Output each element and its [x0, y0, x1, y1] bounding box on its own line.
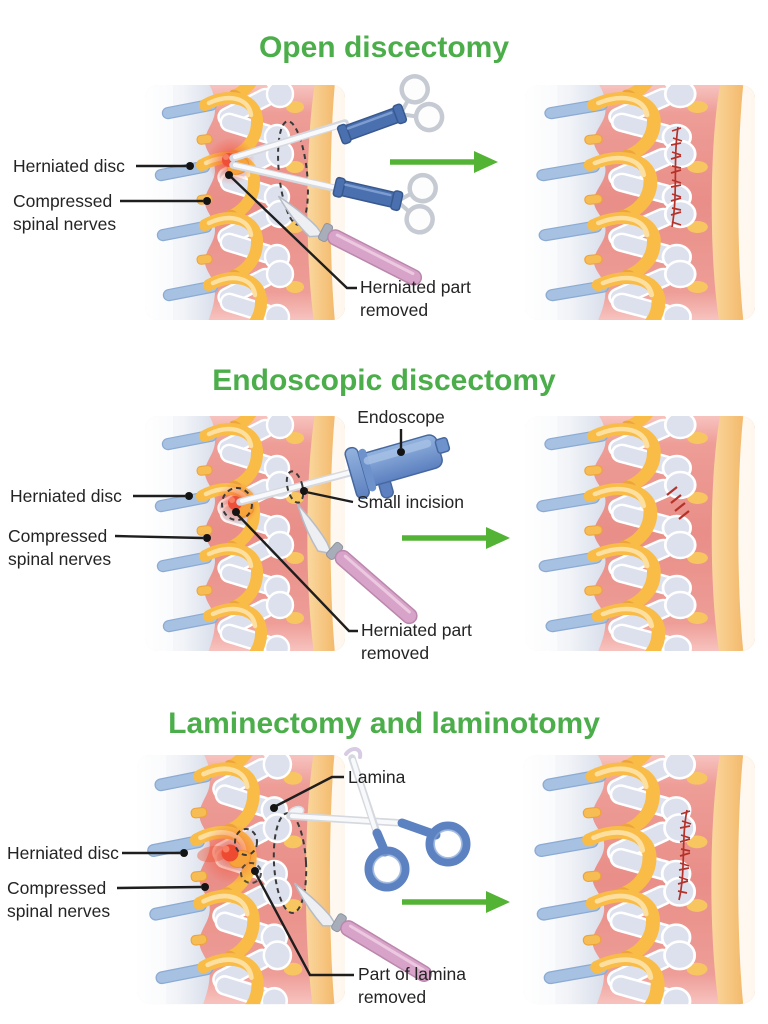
svg-text:Lamina: Lamina [348, 767, 406, 787]
arrow-right-icon [402, 891, 510, 913]
arrow-right-icon [402, 527, 510, 549]
label-compressed-spinal-nerves: Compressed spinal nerves [8, 526, 211, 569]
svg-text:Herniated part: Herniated part [360, 277, 471, 297]
svg-text:Herniated part: Herniated part [361, 620, 472, 640]
svg-text:Compressed: Compressed [8, 526, 107, 546]
label-herniated-disc: Herniated disc [13, 156, 194, 176]
spine-after-illustration [523, 352, 756, 674]
arrow-right-icon [390, 151, 498, 173]
label-lamina: Lamina [270, 767, 406, 812]
label-herniated-part-removed: Herniated part removed [225, 171, 471, 320]
svg-text:spinal nerves: spinal nerves [8, 549, 111, 569]
svg-text:Herniated disc: Herniated disc [7, 843, 119, 863]
section-endoscopic-discectomy: Endoscopic discectomy Endoscope Small in… [8, 341, 768, 682]
section-title: Open discectomy [259, 31, 509, 64]
label-herniated-part-removed: Herniated part removed [232, 508, 472, 663]
suture-icon [670, 126, 683, 228]
suture-icon [666, 486, 690, 520]
svg-text:spinal nerves: spinal nerves [13, 214, 116, 234]
svg-text:removed: removed [358, 987, 426, 1007]
svg-text:Small incision: Small incision [357, 492, 464, 512]
incision-dashed-outline [285, 470, 305, 504]
section-title: Laminectomy and laminotomy [168, 707, 600, 740]
incision-dashed-outline [272, 812, 308, 914]
svg-text:Herniated disc: Herniated disc [13, 156, 125, 176]
section-laminectomy-laminotomy: Laminectomy and laminotomy Lamina Hernia… [7, 682, 768, 1024]
label-endoscope: Endoscope [357, 407, 445, 456]
svg-text:Compressed: Compressed [7, 878, 106, 898]
label-compressed-spinal-nerves: Compressed spinal nerves [7, 878, 209, 921]
svg-text:Compressed: Compressed [13, 191, 112, 211]
svg-text:spinal nerves: spinal nerves [7, 901, 110, 921]
label-herniated-disc: Herniated disc [7, 843, 188, 863]
label-compressed-spinal-nerves: Compressed spinal nerves [13, 191, 211, 234]
label-herniated-disc: Herniated disc [10, 486, 193, 506]
label-part-of-lamina-removed: Part of lamina removed [251, 867, 466, 1007]
lamina-dashed-outline [240, 862, 262, 884]
label-small-incision: Small incision [300, 487, 464, 512]
retractor-icon [229, 71, 446, 160]
svg-text:Part of lamina: Part of lamina [358, 964, 466, 984]
section-title: Endoscopic discectomy [212, 364, 556, 397]
svg-text:Endoscope: Endoscope [357, 407, 445, 427]
suture-icon [677, 809, 692, 901]
hernia-dashed-outline [221, 487, 253, 521]
section-open-discectomy: Open discectomy Herniated disc Compresse… [13, 0, 768, 341]
spine-after-illustration [523, 21, 756, 341]
rongeur-scissors-icon [286, 747, 471, 892]
lamina-dashed-outline [234, 828, 258, 856]
svg-text:removed: removed [361, 643, 429, 663]
svg-text:removed: removed [360, 300, 428, 320]
retractor-icon [229, 156, 442, 235]
svg-text:Herniated disc: Herniated disc [10, 486, 122, 506]
